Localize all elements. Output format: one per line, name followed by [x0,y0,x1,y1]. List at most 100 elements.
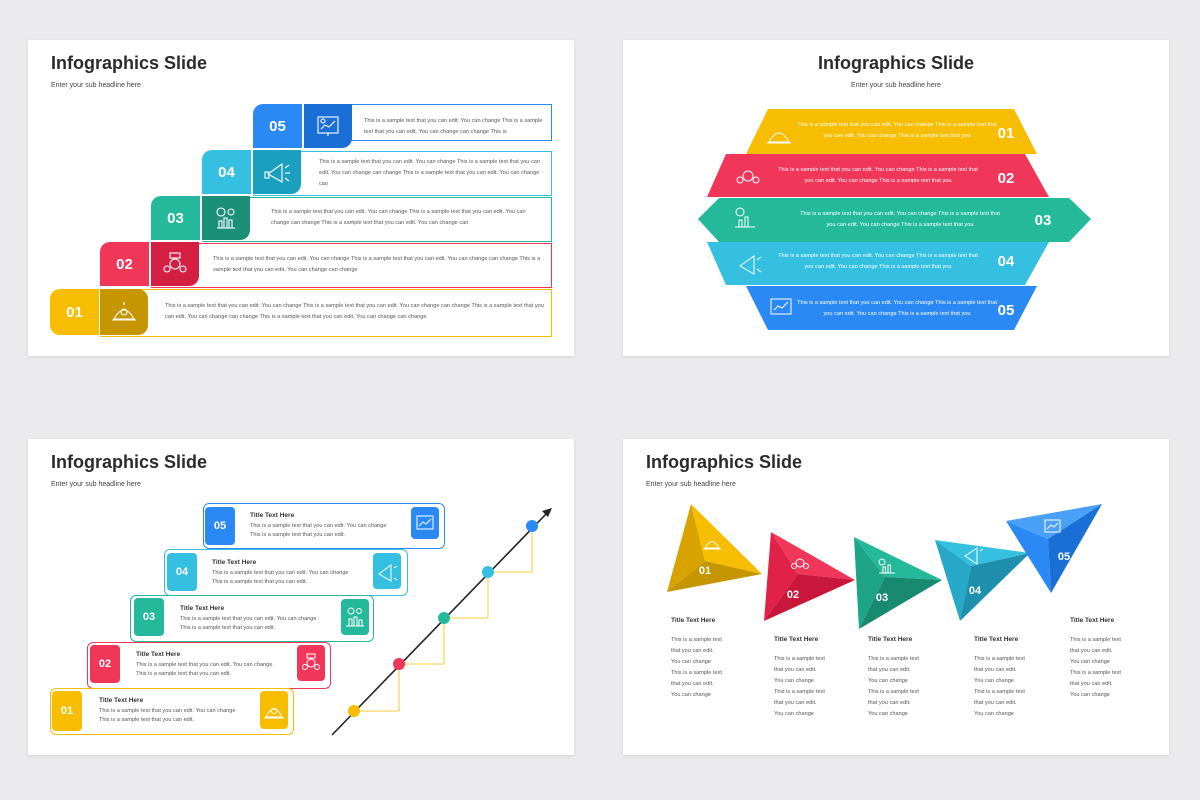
arrow-text-line: You can change [974,678,1014,684]
step-number-04: 04 [202,150,251,194]
band-text-05: This is a sample text that you can edit.… [797,300,997,317]
card-number-01: 01 [52,691,82,731]
card-text-05: This is a sample text that you can edit.… [250,523,387,538]
slide-subtitle: Enter your sub headline here [646,481,736,488]
chart-settings-icon [735,207,755,228]
timeline-graphic [331,508,552,736]
growth-arrow-head [542,508,552,517]
arrow-number-04: 04 [968,585,982,597]
paper-arrow-02 [764,532,855,621]
icon-tile-03 [202,196,250,240]
card-icon-box-05 [411,507,439,539]
slide-timeline: Infographics Slide Enter your sub headli… [28,439,574,755]
card-number-03: 03 [134,598,164,636]
step-frame-05 [304,104,552,141]
step-text-03: This is a sample text that you can edit.… [271,209,526,226]
band-02 [707,154,1049,197]
band-number-04: 04 [997,252,1015,270]
milestone-dot-05 [526,520,538,532]
money-gears-icon [736,170,760,184]
card-01 [50,688,294,735]
band-04 [707,242,1049,285]
step-frame-04 [253,151,552,196]
milestone-dot-03 [438,612,450,624]
growth-arrow-line [331,511,549,736]
arrow-heading-04: Title Text Here [974,636,1019,643]
band-text-04: This is a sample text that you can edit.… [778,253,978,270]
card-heading-03: Title Text Here [180,605,225,612]
arrow-heading-05: Title Text Here [1070,617,1115,624]
arrow-text-line: This is a sample text [774,689,825,695]
arrow-text-line: You can change [671,692,711,698]
card-icon-box-04 [373,553,401,589]
arrow-text-03: This is a sample text that you can edit.… [868,654,948,720]
slide-subtitle: Enter your sub headline here [51,82,141,89]
arrow-text-line: This is a sample text [868,656,919,662]
paper-arrow-04 [935,540,1030,621]
band-05 [746,286,1037,330]
arrows-graphic [667,504,1102,629]
card-icon-box-01 [260,691,288,729]
analytics-board-icon [770,298,792,315]
arrow-number-05: 05 [1057,551,1071,563]
arrow-text-line: This is a sample text [1070,670,1121,676]
chart-settings-icon [346,607,364,627]
step-frame-02 [151,243,552,288]
arrow-number-03: 03 [875,592,889,604]
step-frame-03 [202,197,552,242]
slide-subtitle: Enter your sub headline here [51,481,141,488]
milestone-dot-02 [393,658,405,670]
chart-settings-icon [216,207,235,229]
arrow-heading-02: Title Text Here [774,636,819,643]
arrow-text-line: that you can edit. [671,648,714,654]
milestone-dot-01 [348,705,360,717]
arrow-number-02: 02 [786,589,800,601]
step-number-01: 01 [50,289,99,335]
megaphone-icon [964,547,984,565]
card-icon-box-03 [341,599,369,635]
arrow-text-line: You can change [1070,659,1110,665]
arrow-text-line: This is a sample text [974,656,1025,662]
icon-tile-01 [100,289,148,335]
arrow-heading-03: Title Text Here [868,636,913,643]
step-number-05: 05 [253,104,302,148]
step-number-03: 03 [151,196,200,240]
analytics-board-icon [1044,519,1061,533]
step-text-05: This is a sample text that you can edit.… [364,118,543,135]
card-icon-box-02 [297,645,325,681]
megaphone-icon [739,255,762,275]
arrow-text-line: that you can edit. [1070,648,1113,654]
money-gears-icon [791,558,809,569]
band-number-03: 03 [1034,211,1052,229]
arrow-text-line: that you can edit. [774,700,817,706]
arrow-text-line: You can change [774,711,814,717]
card-text-02: This is a sample text that you can edit.… [136,662,273,677]
card-heading-02: Title Text Here [136,651,181,658]
bands-graphic [698,109,1091,330]
band-number-02: 02 [997,169,1015,187]
card-text-03: This is a sample text that you can edit.… [180,616,317,631]
arrow-text-line: You can change [774,678,814,684]
arrow-text-line: that you can edit. [868,700,911,706]
arrow-text-line: This is a sample text [1070,637,1121,643]
arrow-text-02: This is a sample text that you can edit.… [774,654,854,720]
card-number-05: 05 [205,507,235,545]
arrow-text-line: that you can edit. [868,667,911,673]
card-heading-05: Title Text Here [250,512,295,519]
arrow-text-line: that you can edit. [974,700,1017,706]
arrow-heading-01: Title Text Here [671,617,716,624]
arrow-text-line: that you can edit. [671,681,714,687]
slide-title: Infographics Slide [51,452,208,472]
money-gears-icon [302,653,320,670]
arrow-text-line: This is a sample text [671,637,722,643]
band-number-05: 05 [997,301,1015,319]
step-text-04: This is a sample text that you can edit.… [319,159,540,187]
band-text-02: This is a sample text that you can edit.… [778,167,978,184]
arrow-text-line: that you can edit. [1070,681,1113,687]
slide-staircase: Infographics Slide Enter your sub headli… [28,40,574,356]
hands-money-icon [767,132,791,144]
paper-arrow-01 [667,504,762,592]
slide-arrows: Infographics Slide Enter your sub headli… [623,439,1169,755]
band-01 [746,109,1037,154]
arrow-text-01: This is a sample text that you can edit.… [671,635,751,701]
